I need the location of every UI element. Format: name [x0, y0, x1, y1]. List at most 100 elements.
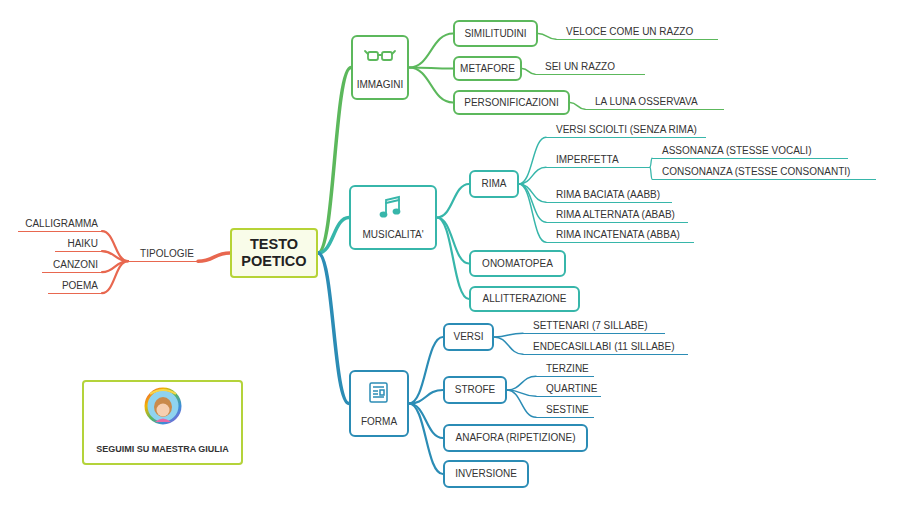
leaf-label: RIMA ALTERNATA (ABAB) — [546, 207, 688, 223]
node-text: ALLITTERAZIONE — [483, 293, 567, 305]
node-text: IMPERFETTA — [556, 154, 619, 166]
node-text: QUARTINE — [546, 383, 598, 395]
topic-box: RIMA — [469, 170, 519, 198]
avatar-hair — [154, 397, 172, 417]
branch-line — [102, 231, 128, 261]
node-text: POEMA — [62, 280, 98, 292]
leaf-label: ENDECASILLABI (11 SILLABE) — [523, 339, 688, 355]
branch-line — [519, 184, 546, 222]
topic-box: ONOMATOPEA — [469, 250, 566, 277]
branch-line — [494, 333, 523, 337]
topic-box: VERSI — [443, 323, 494, 351]
branch-line — [102, 261, 128, 293]
node-text: VELOCE COME UN RAZZO — [566, 26, 693, 38]
note-head — [381, 212, 387, 216]
note-beam — [386, 200, 399, 203]
node-text: SEGUIMI SU MAESTRA GIULIA — [96, 444, 229, 454]
document-icon — [370, 383, 387, 402]
node-text: RIMA ALTERNATA (ABAB) — [556, 209, 675, 221]
node-text: VERSI — [453, 331, 483, 343]
branch-box: IMMAGINI — [351, 35, 409, 100]
leaf-label: IMPERFETTA — [546, 152, 650, 168]
node-text: MUSICALITA' — [362, 229, 423, 241]
topic-box: STROFE — [443, 376, 507, 404]
branch-line — [570, 103, 585, 110]
branch-label: TIPOLOGIE — [128, 246, 198, 262]
avatar-ring — [146, 389, 180, 423]
node-text: INVERSIONE — [455, 468, 517, 480]
document-lines — [373, 387, 384, 397]
leaf-label: TERZINE — [536, 361, 594, 377]
node-text: SESTINE — [546, 404, 589, 416]
leaf-label: RIMA INCATENATA (ABBA) — [546, 227, 694, 243]
branch-line — [437, 184, 469, 218]
branch-line — [494, 337, 523, 354]
node-text: STROFE — [455, 384, 496, 396]
node-text: ASSONANZA (STESSE VOCALI) — [662, 145, 811, 157]
topic-box: INVERSIONE — [443, 460, 529, 488]
leaf-label: CALLIGRAMMA — [18, 216, 102, 232]
topic-box: PERSONIFICAZIONI — [453, 90, 570, 115]
branch-line — [409, 404, 443, 475]
node-text: CONSONANZA (STESSE CONSONANTI) — [662, 166, 850, 178]
topic-box: ANAFORA (RIPETIZIONE) — [443, 424, 588, 452]
leaf-label: SEI UN RAZZO — [535, 59, 645, 75]
node-text: RIMA BACIATA (AABB) — [556, 189, 660, 201]
avatar — [146, 389, 180, 423]
branch-line — [318, 68, 351, 254]
document-picture — [380, 390, 384, 395]
leaf-label: VELOCE COME UN RAZZO — [556, 24, 718, 40]
glasses-arm — [365, 51, 395, 54]
leaf-label: CONSONANZA (STESSE CONSONANTI) — [652, 164, 876, 180]
glasses-lens — [382, 52, 392, 60]
leaf-label: POEMA — [48, 278, 102, 294]
branch-line — [409, 34, 453, 68]
node-text: VERSI SCIOLTI (SENZA RIMA) — [556, 124, 697, 136]
leaf-label: SETTENARI (7 SILLABE) — [523, 318, 665, 334]
branch-line — [409, 404, 443, 439]
leaf-label: CANZONI — [42, 257, 102, 273]
branch-line — [519, 137, 546, 184]
note-head — [394, 209, 400, 213]
branch-box: FORMA — [349, 370, 409, 437]
leaf-label: QUARTINE — [536, 381, 601, 397]
music-icon — [381, 197, 400, 217]
topic-box: METAFORE — [453, 56, 522, 81]
node-text: TESTO POETICO — [232, 236, 316, 269]
branch-line — [409, 68, 453, 103]
branch-line — [437, 218, 469, 300]
node-text: ONOMATOPEA — [482, 258, 553, 270]
branch-line — [409, 390, 443, 404]
node-text: FORMA — [361, 416, 397, 428]
glasses-bridge — [378, 54, 382, 56]
branch-line — [102, 251, 128, 261]
central-topic: TESTO POETICO — [230, 228, 318, 278]
node-text: CANZONI — [53, 259, 98, 271]
leaf-label: ASSONANZA (STESSE VOCALI) — [652, 143, 848, 159]
document-sheet — [370, 383, 387, 402]
branch-line — [538, 34, 556, 40]
node-text: ENDECASILLABI (11 SILLABE) — [533, 341, 675, 353]
note-stem — [386, 197, 399, 214]
node-text: SIMILITUDINI — [464, 28, 526, 40]
node-text: CALLIGRAMMA — [25, 218, 98, 230]
branch-line — [198, 253, 230, 261]
node-text: ANAFORA (RIPETIZIONE) — [455, 432, 575, 444]
branch-line — [507, 390, 536, 417]
node-text: METAFORE — [460, 63, 515, 75]
node-text: SETTENARI (7 SILLABE) — [533, 320, 647, 332]
branch-line — [507, 376, 536, 390]
leaf-label: SESTINE — [536, 402, 594, 418]
node-text: TERZINE — [546, 363, 589, 375]
node-text: RIMA — [482, 178, 507, 190]
branch-line — [519, 184, 546, 242]
branch-line — [522, 69, 535, 75]
topic-box: SIMILITUDINI — [453, 20, 538, 47]
node-text: RIMA INCATENATA (ABBA) — [556, 229, 680, 241]
avatar-shirt — [155, 419, 171, 423]
topic-box: ALLITTERAZIONE — [469, 286, 580, 312]
leaf-label: VERSI SCIOLTI (SENZA RIMA) — [546, 122, 706, 138]
promo-box: SEGUIMI SU MAESTRA GIULIA — [82, 380, 243, 465]
